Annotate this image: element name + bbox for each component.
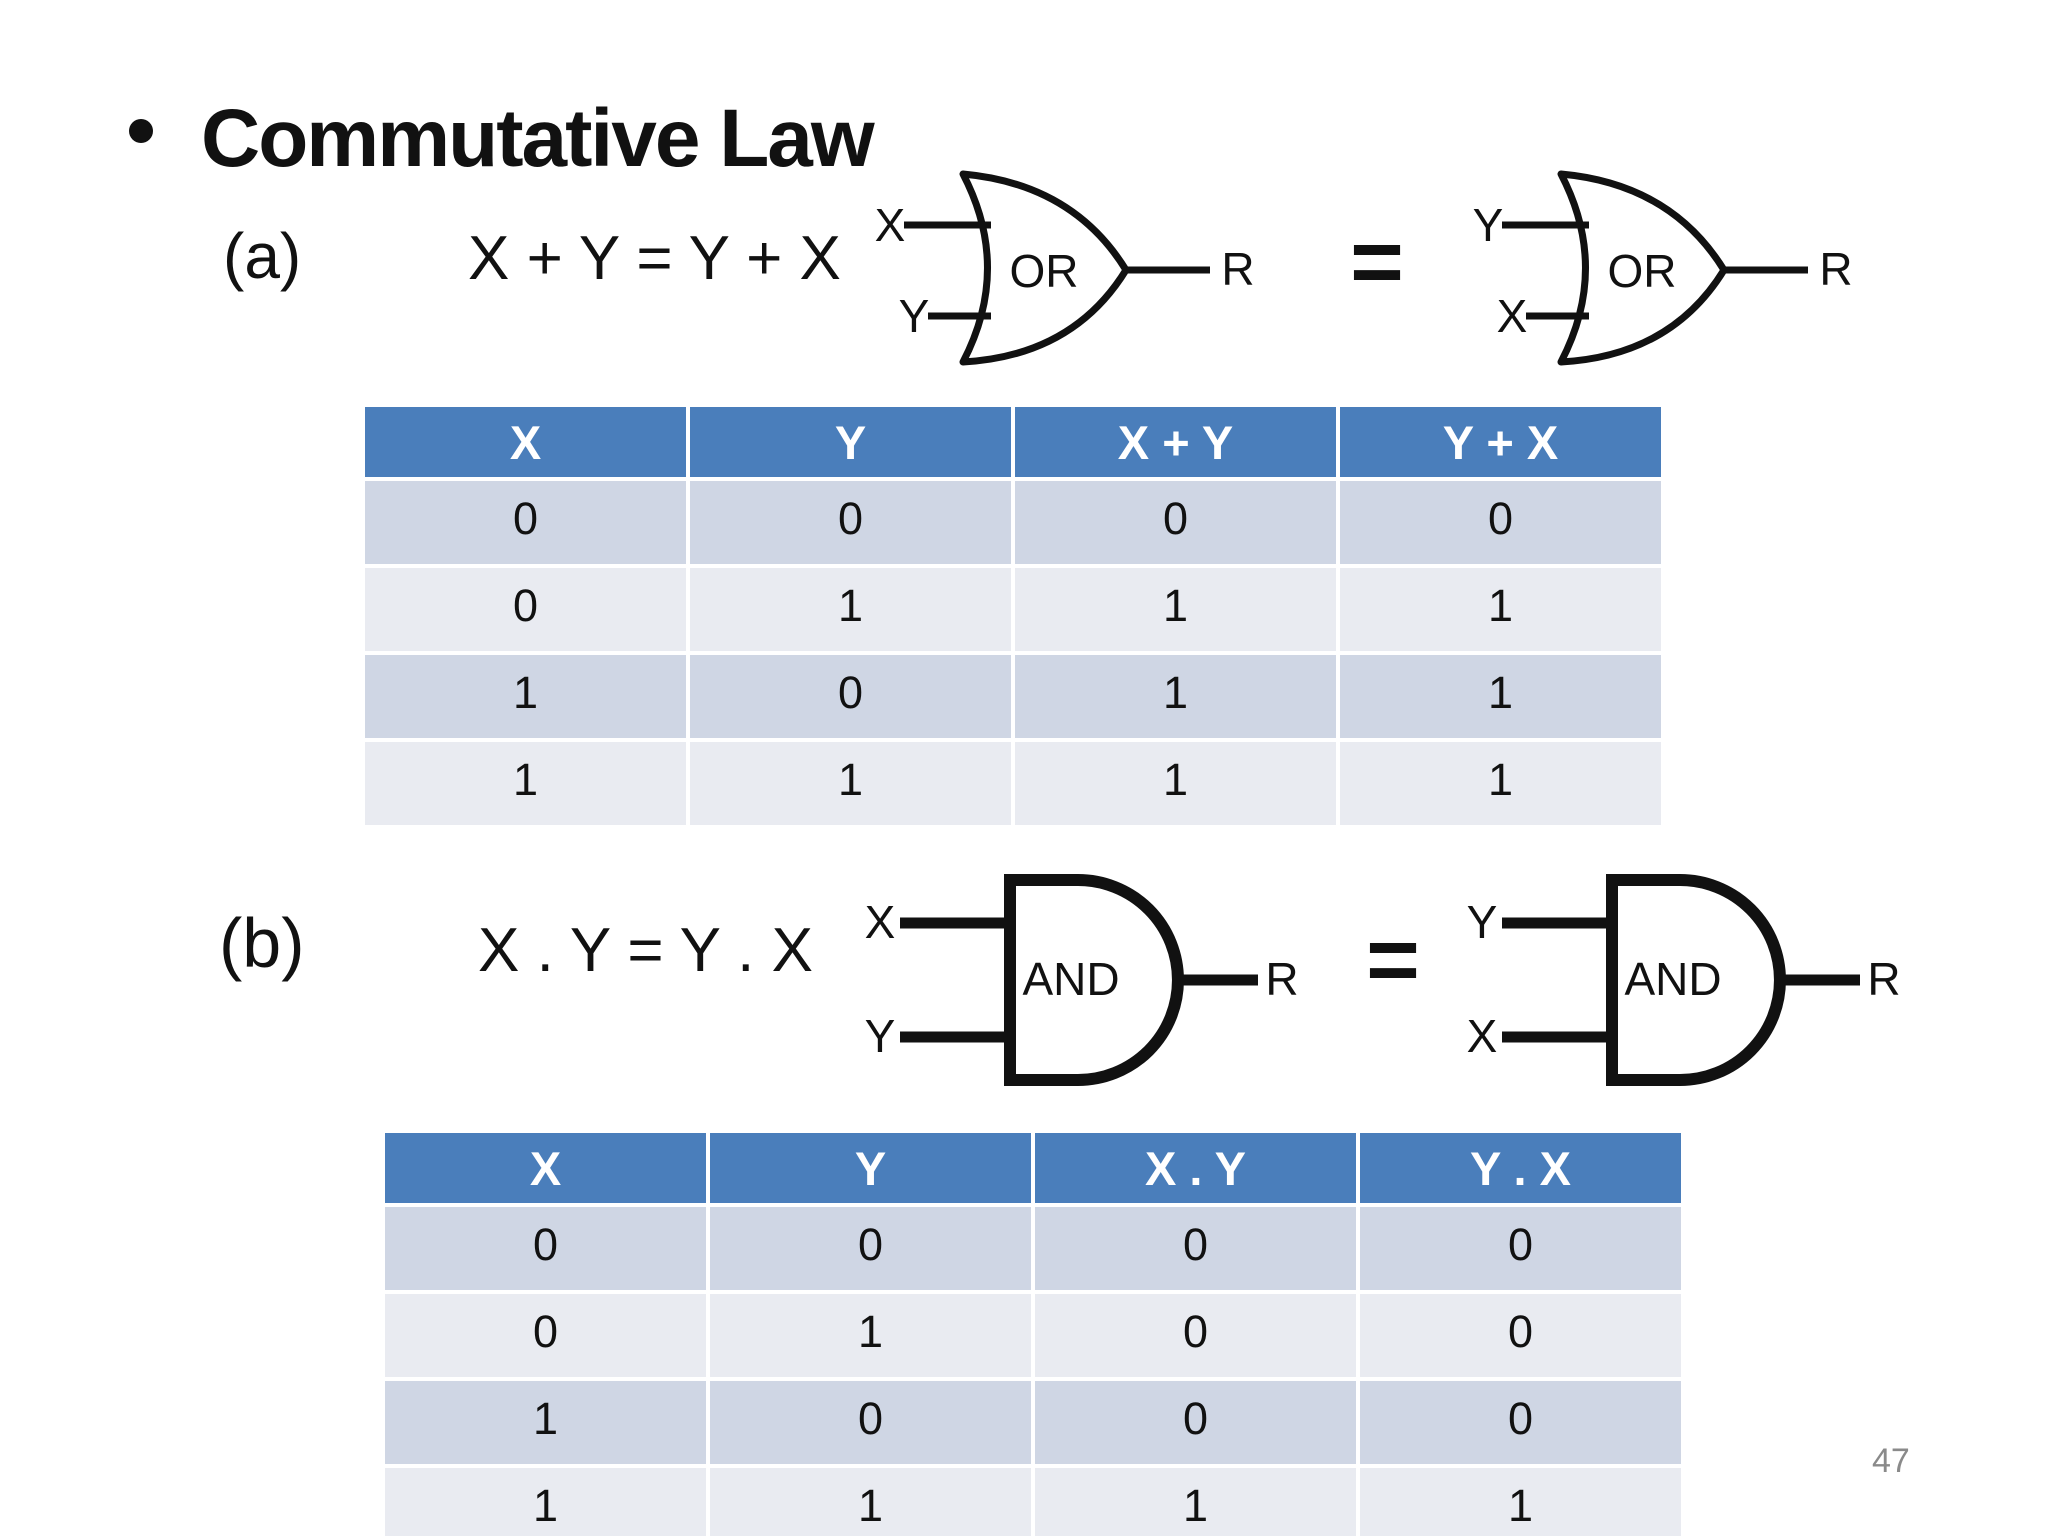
table-row: 1 0 0 0 <box>385 1381 1681 1464</box>
table-cell: 1 <box>1340 742 1661 825</box>
table-row: 0 0 0 0 <box>365 481 1661 564</box>
and-gate-right: Y X AND R <box>1467 874 1901 1086</box>
header-cell: X + Y <box>1015 407 1336 477</box>
section-b-label: (b) <box>219 904 305 982</box>
gate-type-label: AND <box>1624 953 1721 1005</box>
page-title: Commutative Law <box>201 93 875 184</box>
header-cell: X . Y <box>1035 1133 1356 1203</box>
equals-sign-b: = <box>1366 909 1420 1011</box>
table-cell: 0 <box>1015 481 1336 564</box>
or-gate-body <box>1557 170 1728 366</box>
table-row: 0 1 0 0 <box>385 1294 1681 1377</box>
table-cell: 1 <box>1015 655 1336 738</box>
table-cell: 1 <box>710 1294 1031 1377</box>
table-cell: 1 <box>385 1381 706 1464</box>
truth-table-and: X Y X . Y Y . X 0 0 0 0 0 1 0 0 1 0 0 0 … <box>381 1129 1685 1536</box>
table-cell: 1 <box>690 742 1011 825</box>
truth-table-or: X Y X + Y Y + X 0 0 0 0 0 1 1 1 1 0 1 1 … <box>361 403 1665 829</box>
table-cell: 1 <box>1035 1468 1356 1536</box>
section-a-equation: X + Y = Y + X <box>468 224 841 293</box>
gate-input-label-top: X <box>875 199 906 251</box>
table-cell: 1 <box>1360 1468 1681 1536</box>
table-cell: 0 <box>1035 1294 1356 1377</box>
table-cell: 1 <box>1340 568 1661 651</box>
gate-type-label: OR <box>1608 245 1677 297</box>
table-cell: 0 <box>1340 481 1661 564</box>
gate-input-label-top: Y <box>1473 199 1504 251</box>
table-row: 1 1 1 1 <box>365 742 1661 825</box>
header-cell: Y <box>690 407 1011 477</box>
table-cell: 0 <box>1035 1207 1356 1290</box>
section-a-label: (a) <box>223 220 302 292</box>
table-cell: 1 <box>385 1468 706 1536</box>
table-cell: 1 <box>1015 568 1336 651</box>
gate-output-label: R <box>1265 953 1298 1005</box>
header-cell: X <box>365 407 686 477</box>
bullet-icon <box>129 119 153 143</box>
gate-input-label-bottom: Y <box>899 290 930 342</box>
gate-input-label-top: X <box>865 896 896 948</box>
or-gate-left: X Y OR R <box>875 170 1255 366</box>
table-cell: 1 <box>710 1468 1031 1536</box>
table-cell: 0 <box>365 481 686 564</box>
gate-output-label: R <box>1867 953 1900 1005</box>
table-cell: 0 <box>385 1294 706 1377</box>
and-gate-body <box>1004 874 1184 1086</box>
table-cell: 0 <box>710 1207 1031 1290</box>
header-cell: Y <box>710 1133 1031 1203</box>
table-cell: 0 <box>365 568 686 651</box>
and-gate-left: X Y AND R <box>865 874 1299 1086</box>
table-header-row: X Y X + Y Y + X <box>365 407 1661 477</box>
table-row: 1 1 1 1 <box>385 1468 1681 1536</box>
header-cell: X <box>385 1133 706 1203</box>
table-cell: 0 <box>690 655 1011 738</box>
gate-input-label-top: Y <box>1467 896 1498 948</box>
gate-type-label: AND <box>1022 953 1119 1005</box>
table-row: 0 1 1 1 <box>365 568 1661 651</box>
or-gate-right: Y X OR R <box>1473 170 1853 366</box>
header-cell: Y . X <box>1360 1133 1681 1203</box>
table-cell: 1 <box>690 568 1011 651</box>
and-gate-body <box>1606 874 1786 1086</box>
table-cell: 0 <box>690 481 1011 564</box>
table-cell: 0 <box>1360 1381 1681 1464</box>
table-cell: 1 <box>365 655 686 738</box>
header-cell: Y + X <box>1340 407 1661 477</box>
gate-input-label-bottom: Y <box>865 1010 896 1062</box>
gate-output-label: R <box>1221 243 1254 295</box>
table-row: 0 0 0 0 <box>385 1207 1681 1290</box>
section-b-equation: X . Y = Y . X <box>478 916 813 985</box>
table-cell: 0 <box>710 1381 1031 1464</box>
table-cell: 1 <box>365 742 686 825</box>
table-cell: 0 <box>1360 1207 1681 1290</box>
table-row: 1 0 1 1 <box>365 655 1661 738</box>
table-cell: 1 <box>1015 742 1336 825</box>
gate-input-label-bottom: X <box>1467 1010 1498 1062</box>
table-cell: 1 <box>1340 655 1661 738</box>
or-gate-body <box>959 170 1130 366</box>
equals-sign-a: = <box>1350 211 1404 313</box>
gate-input-label-bottom: X <box>1497 290 1528 342</box>
table-cell: 0 <box>1360 1294 1681 1377</box>
table-cell: 0 <box>1035 1381 1356 1464</box>
page-number: 47 <box>1872 1442 1910 1480</box>
gate-output-label: R <box>1819 243 1852 295</box>
table-cell: 0 <box>385 1207 706 1290</box>
table-header-row: X Y X . Y Y . X <box>385 1133 1681 1203</box>
gate-type-label: OR <box>1010 245 1079 297</box>
